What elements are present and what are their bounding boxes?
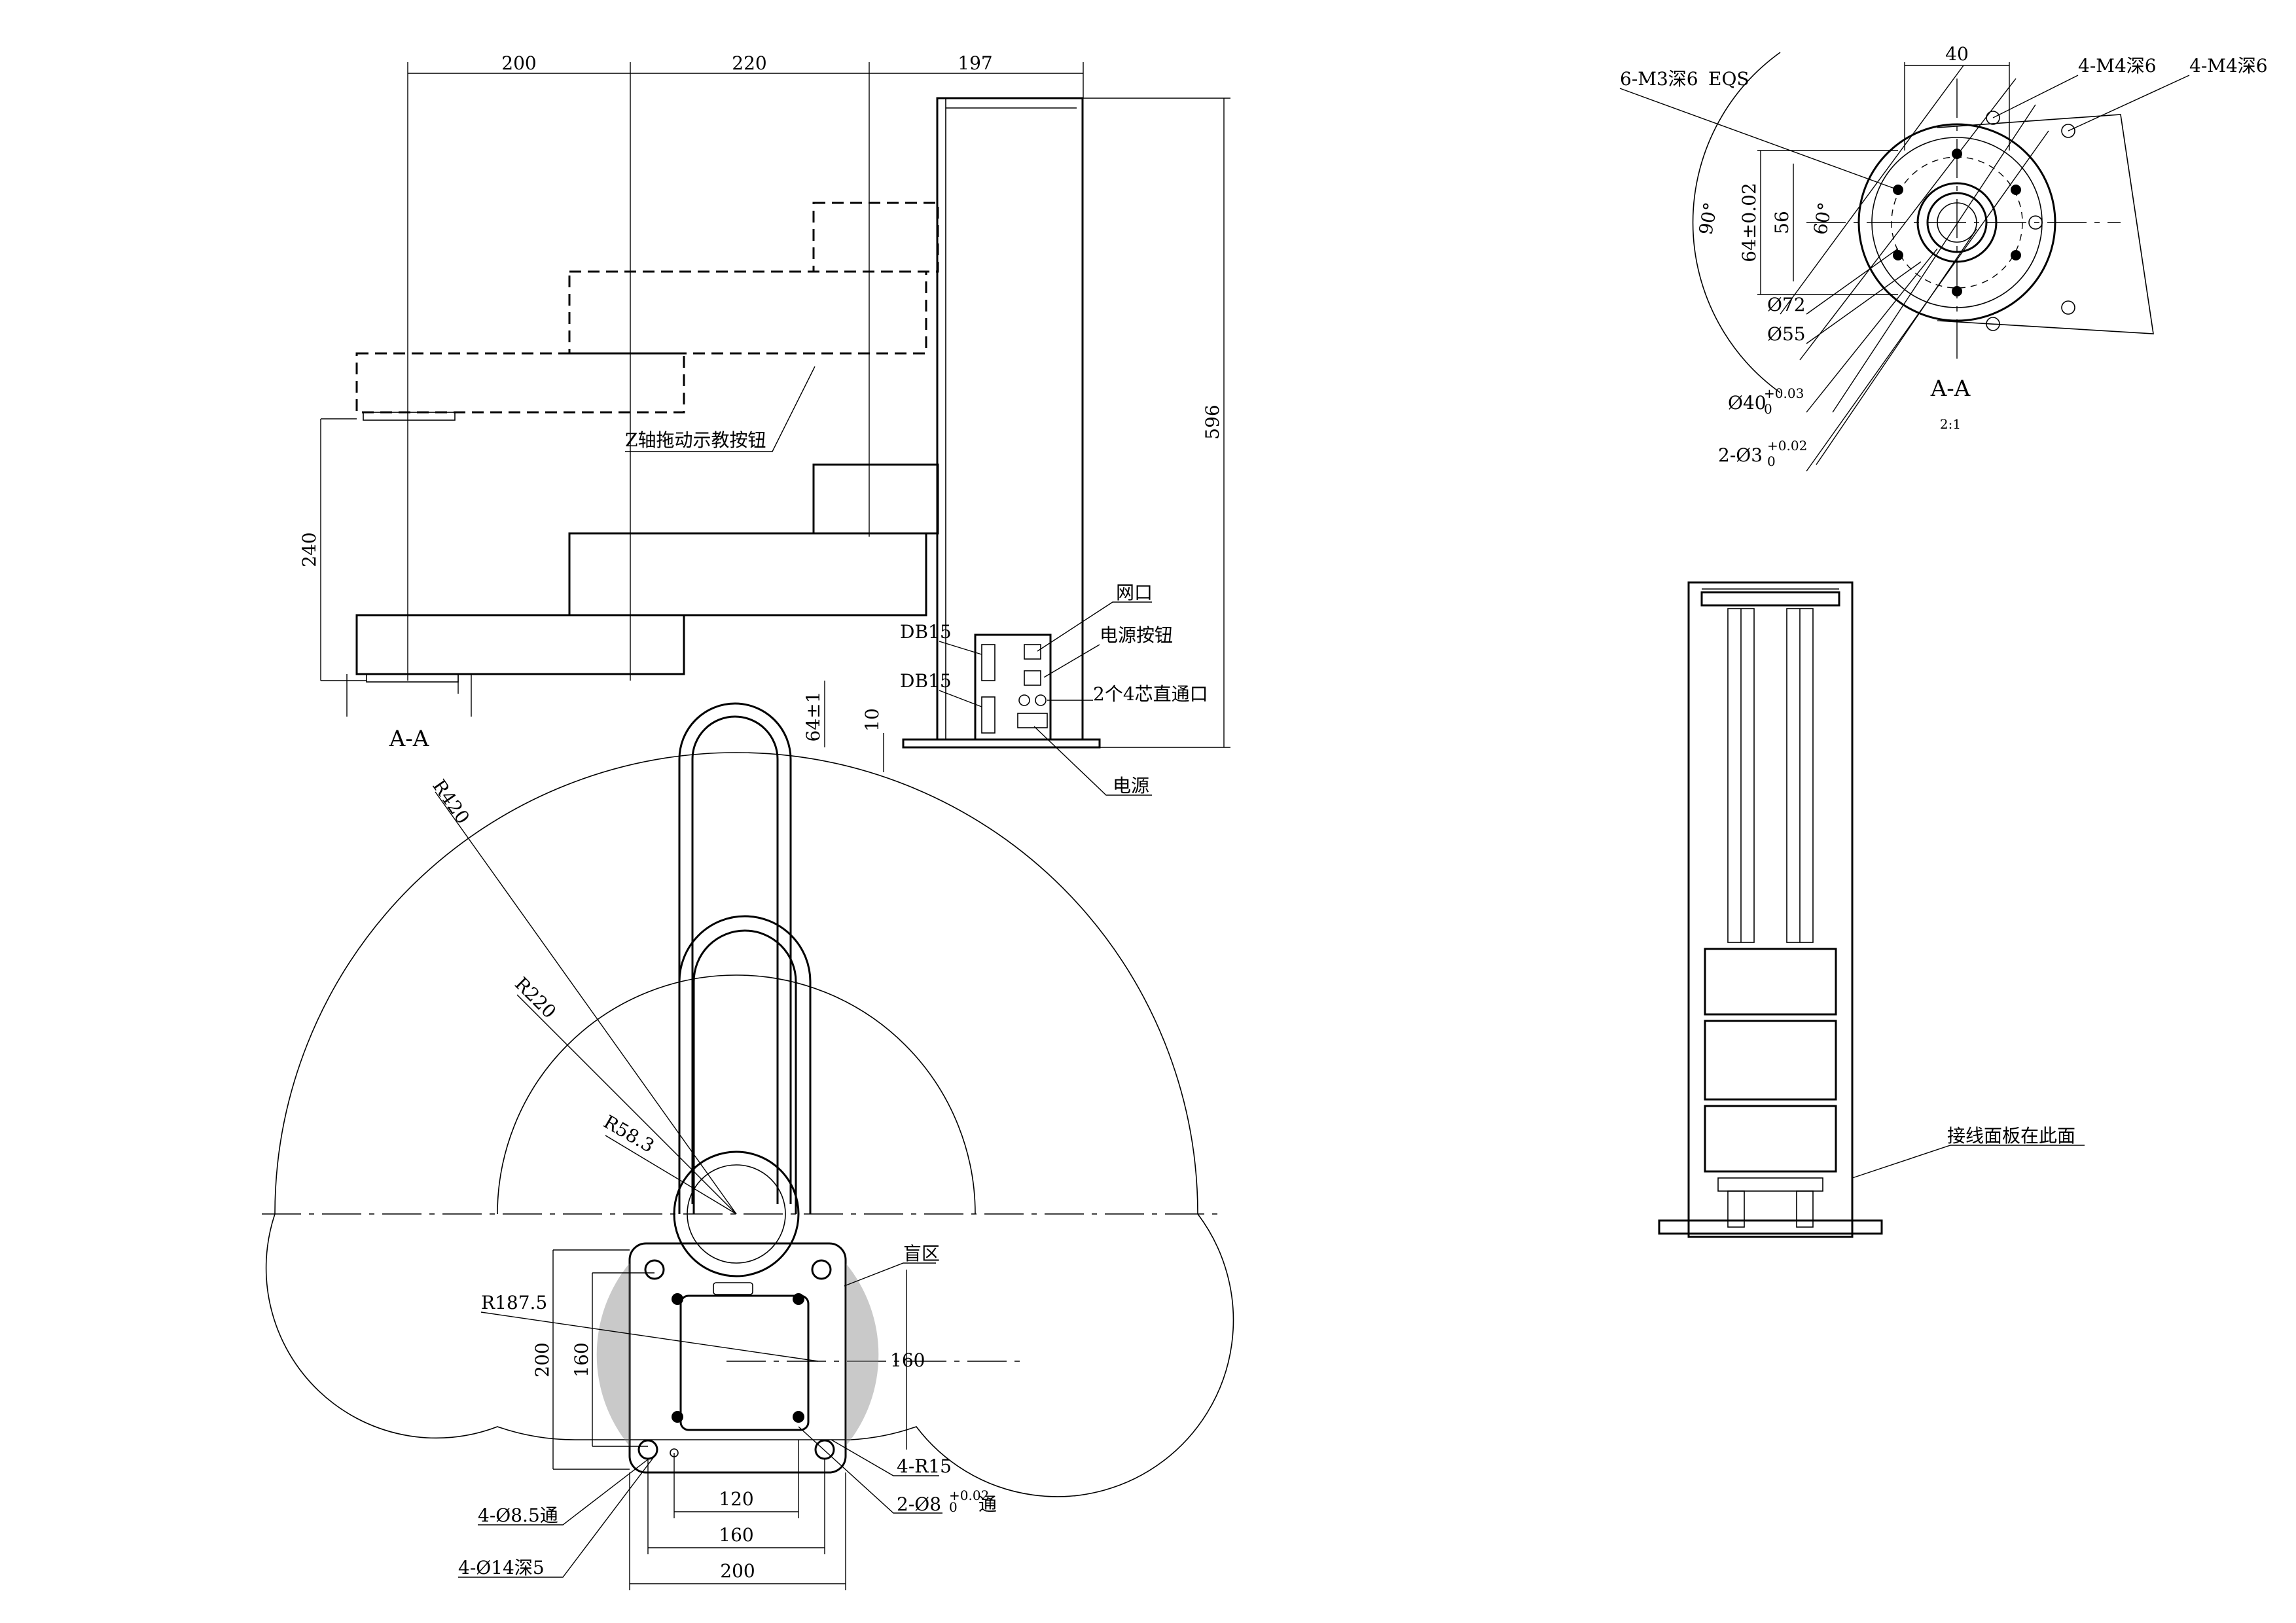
workspace-inner [497, 974, 976, 1215]
arm2-raised [355, 352, 685, 414]
mount-hole-bl [637, 1439, 658, 1460]
dia-72: Ø72 [1767, 294, 1806, 315]
dim-64: 64±0.02 [1738, 183, 1760, 262]
dim-height-596: 596 [1202, 404, 1223, 439]
radius-r220: R220 [511, 973, 560, 1023]
hole-4-d8-5: 4-Ø8.5通 [478, 1505, 558, 1526]
upper-arm [812, 463, 939, 535]
net-port-label: 网口 [1116, 582, 1153, 603]
flange-arm-outline [1937, 114, 2154, 334]
dim-base-64: 64±1 [802, 692, 824, 742]
side-view: 200 220 197 Z轴拖动示教按钮 240 A-A [298, 52, 1230, 796]
forearm [678, 915, 812, 1214]
dim-200-horizontal: 200 [720, 1560, 755, 1582]
pin-tol-upper: +0.02 [949, 1488, 989, 1503]
arm1 [568, 532, 927, 616]
section-label-side: A-A [389, 726, 429, 752]
flange-outer [1857, 123, 2056, 322]
dim-40: 40 [1945, 43, 1969, 65]
top-view: R420 R220 R58.3 盲区 R187.5 [262, 702, 1234, 1590]
dim-200-vertical: 200 [531, 1342, 553, 1377]
power-button [1024, 670, 1041, 686]
dim-56: 56 [1771, 211, 1793, 234]
back-view: 接线面板在此面 [1658, 581, 2085, 1238]
dim-top-197: 197 [958, 52, 992, 74]
db15-top-connector [981, 644, 996, 681]
arm1-raised [568, 270, 927, 355]
back-module-2 [1704, 1020, 1837, 1101]
workspace-outer [265, 752, 1234, 1497]
dim-base-10: 10 [861, 708, 883, 732]
dim-top-220: 220 [732, 52, 766, 74]
dim-stroke-240: 240 [298, 532, 320, 567]
dia-40-hole: Ø40 [1728, 392, 1767, 414]
mount-hole-tl [644, 1259, 665, 1280]
pass-port-label: 2个4芯直通口 [1093, 683, 1208, 705]
upper-arm-raised [812, 202, 939, 273]
dim-160-horizontal: 160 [719, 1524, 753, 1546]
radius-r420: R420 [428, 776, 474, 828]
pin-3-tol-lower: 0 [1767, 454, 1776, 469]
blind-zone-left [596, 1263, 630, 1446]
connector-panel [974, 633, 1052, 741]
section-label-flange: A-A [1930, 376, 1971, 402]
back-module-1 [1704, 948, 1837, 1016]
db15-label-top: DB15 [900, 621, 952, 643]
base-plate [902, 738, 1101, 749]
angle-60: 60° [1809, 201, 1836, 237]
pin-2-d8: 2-Ø8 [897, 1493, 941, 1515]
power-socket [1017, 713, 1048, 728]
dim-top-200: 200 [501, 52, 536, 74]
hole-4-d14: 4-Ø14深5 [458, 1557, 545, 1578]
pin-tol-lower: 0 [949, 1499, 958, 1515]
db15-label-bottom: DB15 [900, 670, 952, 692]
panel-face-label: 接线面板在此面 [1947, 1125, 2075, 1147]
mount-hole-br [814, 1439, 835, 1460]
thread-6-m3: 6-M3深6 [1620, 68, 1698, 90]
dim-120: 120 [719, 1488, 753, 1510]
radius-4-r15: 4-R15 [897, 1455, 952, 1477]
base-body [628, 1242, 847, 1474]
pin-3-tol-upper: +0.02 [1767, 438, 1807, 454]
dia-40-tol-lower: 0 [1764, 401, 1772, 417]
dim-160-right: 160 [890, 1349, 925, 1371]
dia-55: Ø55 [1767, 323, 1806, 345]
net-port [1024, 644, 1041, 660]
blind-zone-right [846, 1263, 879, 1446]
back-column [1687, 581, 1854, 1238]
arm2 [355, 614, 685, 675]
flange-view: 6-M3深6 EQS 40 4-M4深6 4-M4深6 90° 64±0.02 … [1619, 43, 2268, 472]
scale-label: 2:1 [1940, 416, 1961, 432]
eqs-label: EQS [1708, 68, 1749, 90]
thread-4-m4-a: 4-M4深6 [2078, 55, 2157, 77]
top-plate [679, 1294, 810, 1431]
thread-4-m4-b: 4-M4深6 [2189, 55, 2268, 77]
arm-outer [678, 702, 792, 1204]
mount-hole-tr [811, 1259, 832, 1280]
radius-r187-5: R187.5 [481, 1292, 547, 1313]
forearm-inner [692, 929, 797, 1214]
dim-160-vertical: 160 [571, 1342, 592, 1377]
pin-2-d3: 2-Ø3 [1718, 444, 1763, 466]
blind-zone-label: 盲区 [903, 1243, 940, 1264]
joint-circle [673, 1150, 800, 1277]
power-button-label: 电源按钮 [1100, 624, 1173, 646]
z-button-label: Z轴拖动示教按钮 [625, 429, 766, 451]
db15-bottom-connector [981, 696, 996, 734]
dia-40-tol-upper: +0.03 [1764, 385, 1804, 401]
arm-inner [691, 715, 779, 1204]
pin-suffix: 通 [978, 1493, 997, 1515]
angle-90: 90° [1695, 201, 1721, 237]
column [936, 97, 1084, 741]
back-module-3 [1704, 1105, 1837, 1173]
power-label: 电源 [1113, 775, 1149, 796]
back-base-plate [1658, 1219, 1883, 1235]
